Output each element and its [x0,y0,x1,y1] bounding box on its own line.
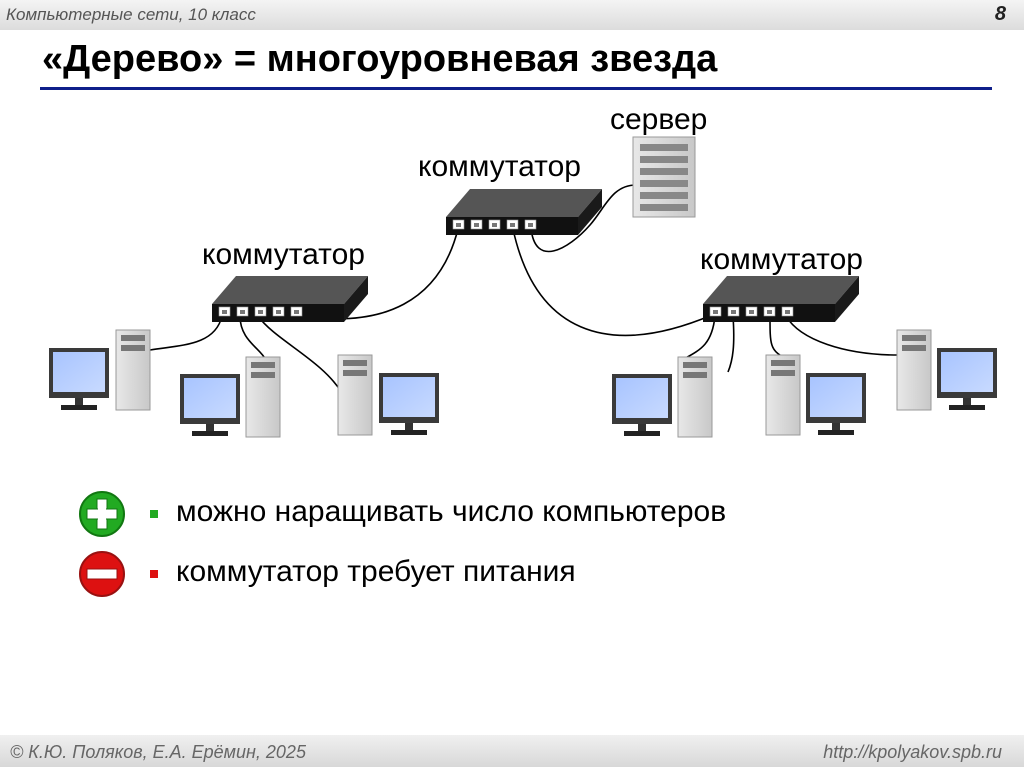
cable-left-pc3 [257,315,343,394]
pc-right-3-case-icon [896,329,932,411]
pc-right-2-monitor-icon [806,373,866,435]
pc-left-3-monitor-icon [379,373,439,435]
server-icon [632,136,696,218]
pc-left-3-case-icon [337,354,373,436]
header-bar: Компьютерные сети, 10 класс 8 [0,0,1024,30]
bullet-square-red [150,570,158,578]
bullet-con: коммутатор требует питания [78,550,878,598]
pc-right-1-case-icon [677,356,713,438]
label-server: сервер [610,103,708,136]
pc-right-3-monitor-icon [937,348,997,410]
cable-right-pc4 [785,315,899,356]
cable-right-pc1 [681,315,716,361]
pc-left-1-monitor-icon [49,348,109,410]
course-title: Компьютерные сети, 10 класс [6,5,256,24]
switch-left-icon [211,275,369,323]
bullet-square-green [150,510,158,518]
cable-right-pc2 [727,315,735,373]
minus-icon [79,551,125,597]
footer-bar: © К.Ю. Поляков, Е.А. Ерёмин, 2025 http:/… [0,735,1024,767]
label-switch-left: коммутатор [202,238,365,271]
cable-right-pc3 [769,315,786,359]
switch-right-icon [702,275,860,323]
bullet-pro: можно наращивать число компьютеров [78,490,878,538]
cable-left-pc1 [149,315,223,351]
cable-server [530,184,637,253]
bullet-con-text: коммутатор требует питания [176,555,576,588]
tree-topology-diagram: сервер коммутатор коммутатор коммутатор [0,95,1024,455]
pc-left-2-case-icon [245,356,281,438]
bullet-pro-text: можно наращивать число компьютеров [176,495,727,528]
footer-url-link[interactable]: http://kpolyakov.spb.ru [823,742,1002,762]
switch-top-icon [445,188,603,236]
pc-right-1-monitor-icon [612,374,672,436]
footer-authors: © К.Ю. Поляков, Е.А. Ерёмин, 2025 [10,742,306,762]
diagram-canvas [49,136,997,438]
pc-left-2-monitor-icon [180,374,240,436]
label-switch-top: коммутатор [418,150,581,183]
page-number: 8 [994,3,1006,25]
slide-title: «Дерево» = многоуровневая звезда [42,38,718,80]
plus-icon [79,491,125,537]
pc-left-1-case-icon [115,329,151,411]
cable-top-to-right-switch [512,228,713,337]
title-rule [40,87,992,90]
cable-left-pc2 [239,315,267,361]
pc-right-2-case-icon [765,354,801,436]
label-switch-right: коммутатор [700,243,863,276]
